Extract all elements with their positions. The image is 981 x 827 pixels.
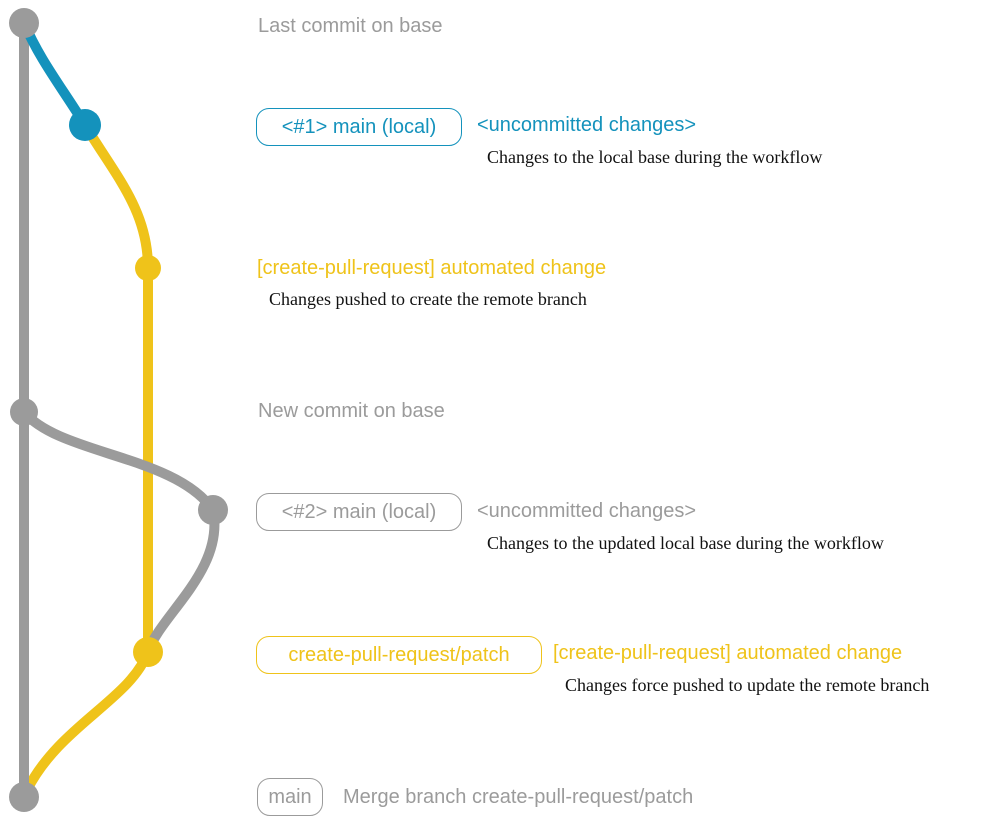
- commit-message-automated-2: [create-pull-request] automated change: [553, 642, 903, 664]
- commit-node-base-new-commit: [10, 398, 38, 426]
- commit-node-base-merge-commit: [9, 782, 39, 812]
- commit-node-base-last-commit: [9, 8, 39, 38]
- commit-message-uncommitted-2: <uncommitted changes>: [477, 500, 697, 522]
- commit-description-uncommitted-1: Changes to the local base during the wor…: [487, 147, 823, 167]
- commit-message-automated-1: [create-pull-request] automated change: [257, 257, 607, 279]
- edge-main-local1-branch-curve: [19, 21, 90, 128]
- commit-node-main-local-2-commit: [198, 495, 228, 525]
- commit-node-main-local-1-commit: [69, 109, 101, 141]
- commit-description-uncommitted-2: Changes to the updated local base during…: [487, 533, 884, 553]
- commit-node-patch-commit-1: [135, 255, 161, 281]
- last-commit-caption: Last commit on base: [258, 15, 443, 37]
- commit-message-uncommitted-1: <uncommitted changes>: [477, 114, 697, 136]
- commit-node-patch-commit-2: [133, 637, 163, 667]
- commit-description-automated-1: Changes pushed to create the remote bran…: [269, 289, 587, 309]
- branch-label-main: main: [257, 778, 323, 816]
- branch-label-main-local-2: <#2> main (local): [256, 493, 462, 531]
- branch-label-create-pull-request-patch: create-pull-request/patch: [256, 636, 542, 674]
- edge-patch-branch-line: [80, 122, 153, 652]
- edge-main-local2-branch-curve: [20, 408, 218, 514]
- commit-message-merge: Merge branch create-pull-request/patch: [343, 786, 694, 808]
- commit-description-automated-2: Changes force pushed to update the remot…: [565, 675, 930, 695]
- git-graph: [9, 8, 228, 812]
- edge-patch-merge-curve: [22, 650, 153, 793]
- edge-main-local2-to-patch-curve: [143, 509, 220, 654]
- branch-label-main-local-1: <#1> main (local): [256, 108, 462, 146]
- new-commit-caption: New commit on base: [258, 400, 445, 422]
